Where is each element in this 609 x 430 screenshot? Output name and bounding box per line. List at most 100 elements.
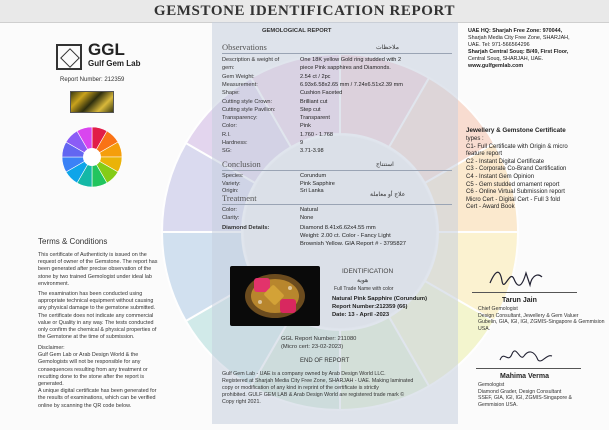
signature-1-line: [472, 292, 577, 293]
row-label: Cutting style Pavilion:: [222, 106, 276, 113]
signature-2-icon: [499, 350, 553, 362]
terms-line: The certificate does not indicate any co…: [38, 312, 154, 319]
row-value: One 18K yellow Gold ring studded with 2: [300, 57, 402, 63]
terms-line: This certificate of Authenticity is issu…: [38, 252, 147, 258]
diamond-details-label: Diamond Details:: [222, 225, 270, 231]
identification-title: IDENTIFICATION: [342, 268, 394, 275]
row-value: Natural: [300, 207, 319, 213]
row-label: gem:: [222, 65, 235, 72]
terms-line: value or Quality in any way. The tests c…: [38, 319, 154, 326]
cert-types-title: Jewellery & Gemstone Certificate: [466, 127, 566, 134]
row-label: Variety:: [222, 180, 241, 187]
report-number-label: Report Number: 212359: [60, 77, 125, 83]
row-value: 1.760 - 1.768: [300, 131, 333, 138]
row-label: Cutting style Crown:: [222, 98, 273, 105]
cert-type-line: feature report: [466, 151, 503, 158]
signatory-2-line: Diamond Grader, Design Consultant: [478, 388, 562, 395]
row-value: Pink Sapphire: [300, 180, 335, 187]
row-value: 9: [300, 140, 304, 146]
footer-line: Gulf Gem Lab - UAE is a company owned by…: [222, 371, 386, 377]
cert-type-line: Micro Cert - Digital Cert - Full 3 fold: [466, 196, 561, 203]
identification-line: Report Number:212359 (66): [332, 304, 408, 310]
cert-type-line: types :: [466, 136, 484, 142]
identification-arabic: هوية: [357, 278, 369, 284]
signatory-2-name: Mahima Verma: [500, 373, 550, 380]
footer-line: copy or modification of any kind in repr…: [222, 385, 379, 391]
terms-line: the Gemstone at the time of submission.: [38, 334, 135, 341]
signatory-2-line: SSEF, GIA, IGI, IGI, ZGMIS-Singapore &: [478, 395, 572, 402]
terms-line: environment.: [38, 280, 70, 287]
gem-color-wheel-icon: [61, 126, 123, 188]
row-value: Sri Lanka: [300, 188, 324, 194]
conclusion-divider: [222, 170, 452, 171]
disclaimer-line: A unique digital certificate has been ge…: [38, 388, 157, 395]
diamond-line: Brownish Yellow. GIA Report # - 3795827: [300, 241, 407, 248]
row-label: Gem Weight:: [222, 73, 255, 80]
mini-wheel-center: [83, 148, 101, 166]
signatory-1-line: Design Consultant, Jewellery & Gem Value…: [478, 312, 579, 319]
disclaimer-line: Gemologists will not be responsible for …: [38, 359, 141, 366]
brand-name: Gulf Gem Lab: [88, 59, 141, 68]
row-label: Measurement:: [222, 81, 258, 88]
micro-cert-date: (Micro cert: 23-02-2023): [281, 344, 344, 350]
footer-line: Copy right 2021.: [222, 399, 261, 405]
ggl-logo-icon: [56, 44, 82, 70]
disclaimer-line: Disclaimer:: [38, 345, 65, 351]
cert-type-line: C1- Full Certificate with Origin & micro: [466, 143, 568, 150]
row-value: Cushion Faceted: [300, 90, 343, 97]
row-label: Color:: [222, 123, 237, 130]
row-label: Origin:: [222, 188, 239, 194]
row-label: Clarity:: [222, 214, 240, 221]
gemological-report-header: GEMOLOGICAL REPORT: [262, 28, 332, 34]
address-line: Sharjah Central Souq: B/49, First Floor,: [468, 49, 569, 55]
ring-icon: [245, 274, 305, 318]
row-label: Shape:: [222, 90, 240, 97]
row-label: Species:: [222, 173, 244, 179]
row-label: Description & weight of: [222, 57, 280, 63]
center-column-panel: [212, 22, 458, 424]
disclaimer-line: consequences resulting from any treatmen…: [38, 366, 148, 373]
row-label: Color:: [222, 207, 237, 213]
observations-arabic: ملاحظات: [376, 45, 399, 51]
signatory-2-line: Gemologist: [478, 382, 505, 388]
cert-type-line: C6 - Online Virtual Submission report: [466, 189, 565, 196]
footer-line: Registered at Sharjah Media City Free Zo…: [222, 378, 414, 384]
treatment-title: Treatment: [222, 193, 257, 203]
row-label: SG:: [222, 148, 232, 155]
cert-type-line: C5 - Gem studded ornament report: [466, 181, 560, 188]
address-line: Central Souq, SHARJAH, UAE.: [468, 56, 544, 62]
signatory-1-line: Gubelin, GIA, IGI, IGI, ZGMIS-Singapore …: [478, 319, 605, 326]
hologram-seal-icon: [70, 91, 114, 113]
identification-line: Date: 13 - April -2023: [332, 312, 390, 318]
terms-line: any physical damage to the gemstone subm…: [38, 305, 156, 312]
terms-line: been generated after precise observation…: [38, 266, 152, 273]
diamond-line: Diamond 8.41x6.62x4.55 mm: [300, 225, 376, 231]
diamond-line: Weight: 2.00 ct. Color - Fancy Light: [300, 233, 391, 240]
row-value: 6.93x6.58x2.65 mm / 7.24x6.51x2.39 mm: [300, 81, 403, 88]
cert-type-line: C2 - Instant Digital Certificate: [466, 158, 545, 165]
address-line: www.gulfgemlab.com: [468, 63, 524, 69]
terms-title: Terms & Conditions: [38, 237, 108, 246]
brand-logo-text: GGL: [88, 40, 125, 59]
terms-line: stone by two trained Gemologist under id…: [38, 273, 152, 280]
conclusion-arabic: استنتاج: [376, 162, 394, 168]
row-value: Transparent: [300, 115, 330, 122]
cert-type-line: Cert - Award Book: [466, 204, 515, 211]
disclaimer-line: recutting done to the stone after the re…: [38, 373, 145, 380]
row-value: 2.54 ct / 2pc: [300, 73, 331, 80]
signatory-1-line: Chief Gemologist: [478, 306, 518, 312]
address-line: UAE HQ: Sharjah Free Zone: 970044,: [468, 28, 563, 34]
terms-line: request of owner of the Gemstone. The re…: [38, 259, 158, 266]
address-line: Sharjah Media City Free Zone, SHARJAH,: [468, 35, 570, 41]
terms-line: only confirm the chemical & physical pro…: [38, 327, 157, 333]
row-value: Corundum: [300, 173, 327, 179]
treatment-divider: [222, 204, 452, 205]
cert-type-line: C4 - Instant Gem Opinion: [466, 174, 535, 180]
signatory-1-line: USA.: [478, 325, 491, 332]
address-line: UAE. Tel: 971-566564296: [468, 42, 530, 48]
report-title: GEMSTONE IDENTIFICATION REPORT: [153, 3, 456, 19]
ggl-report-number: GGL Report Number: 211080: [281, 336, 357, 342]
row-label: R.I.: [222, 131, 231, 138]
row-value: Pink: [300, 123, 311, 130]
